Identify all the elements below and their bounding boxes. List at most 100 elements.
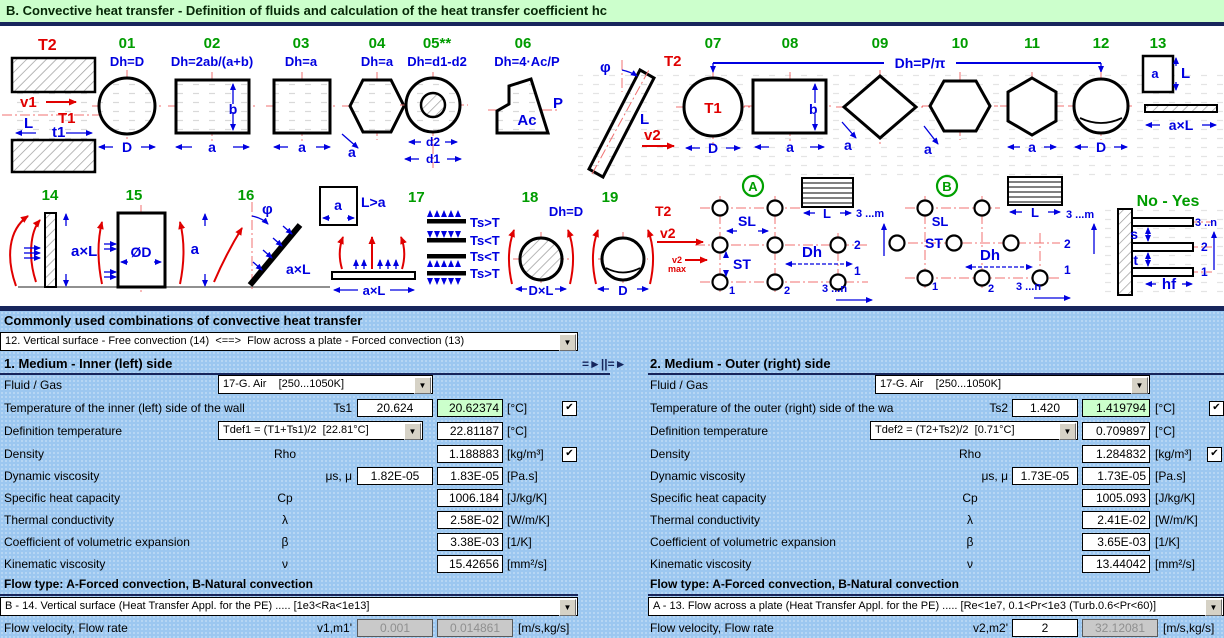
dim-a: a	[191, 241, 200, 258]
specific-heat-row: Specific heat capacity Cp 1006.184 [J/kg…	[0, 488, 1224, 510]
definition-temperature-row: Definition temperature Tdef1 = (T1+Ts1)/…	[0, 421, 1224, 443]
dim-a: a	[298, 139, 306, 155]
shape-04-formula: Dh=a	[361, 54, 394, 69]
mu2-label: Dynamic viscosity	[650, 469, 746, 483]
rows-m-label: 3 ...m	[1066, 209, 1094, 221]
dim-D: D	[122, 139, 132, 155]
dropdown-arrow-icon[interactable]: ▼	[1059, 423, 1076, 440]
sl-pitch-label: SL	[932, 214, 949, 229]
density-row: Density Rho 1.188883 [kg/m³] ✔ Density R…	[0, 444, 1224, 466]
fluid-label: Fluid / Gas	[4, 378, 63, 392]
diagram-panel: T2 v1 T1 L t1 01 Dh=D D 02 Dh=2ab/(a+b)	[0, 26, 1224, 306]
dropdown-arrow-icon[interactable]: ▼	[404, 423, 421, 440]
shape-12-number: 12	[1093, 35, 1110, 52]
ts2-result: 1.419794	[1082, 399, 1150, 417]
tube-bank-aligned-a: A T2 v2 v2 max SL ST Dh	[655, 174, 887, 303]
cp1-result: 1006.184	[437, 489, 503, 507]
mu2-unit: [Pa.s]	[1155, 469, 1186, 483]
dynamic-viscosity-row: Dynamic viscosity μs, μ 1.82E-05 1.83E-0…	[0, 466, 1224, 488]
shape-01-circular-duct: 01 Dh=D D	[92, 35, 163, 155]
flow-type2-rule	[648, 574, 1224, 596]
dim-D: D	[618, 283, 627, 298]
dh-label: Dh	[802, 244, 822, 261]
shape-03-number: 03	[293, 35, 310, 52]
medium2-header-rule	[648, 353, 1224, 375]
nu2-label: Kinematic viscosity	[650, 557, 752, 571]
st-pitch-label: ST	[925, 235, 943, 251]
rho2-result: 1.284832	[1082, 445, 1150, 463]
ts1-checkbox[interactable]: ✔	[562, 401, 577, 416]
dim-a: a	[924, 141, 932, 157]
dropdown-arrow-icon[interactable]: ▼	[1205, 599, 1222, 616]
tdef1-value: Tdef1 = (T1+Ts1)/2 [22.81°C]	[223, 424, 369, 436]
combo-pair-dropdown[interactable]: 12. Vertical surface - Free convection (…	[0, 332, 578, 351]
nu2-unit: [mm²/s]	[1155, 557, 1195, 571]
shape-17-horizontal-plates: a L>a 17 a×L	[319, 186, 500, 298]
ts2-checkbox[interactable]: ✔	[1209, 401, 1224, 416]
tdef2-label: Definition temperature	[650, 424, 769, 438]
nu2-symbol: ν	[967, 557, 973, 571]
ts-gt-t-label: Ts>T	[470, 215, 500, 230]
velocity2-label: Flow velocity, Flow rate	[650, 621, 774, 635]
tdef2-result: 0.709897	[1082, 422, 1150, 440]
fluid-row: Fluid / Gas 17-G. Air [250...1050K] ▼ Fl…	[0, 375, 1224, 397]
flow-type2-dropdown[interactable]: A - 13. Flow across a plate (Heat Transf…	[648, 597, 1224, 616]
rho1-label: Density	[4, 447, 45, 461]
shape-06-formula: Dh=4·Ac/P	[494, 54, 560, 69]
fin-1-label: 1	[1201, 265, 1208, 279]
flow-type1-dropdown[interactable]: B - 14. Vertical surface (Heat Transfer …	[0, 597, 578, 616]
dropdown-arrow-icon[interactable]: ▼	[559, 334, 576, 351]
mu1-label: Dynamic viscosity	[4, 469, 100, 483]
ts1-input[interactable]: 20.624	[357, 399, 433, 417]
divider-top	[0, 22, 1224, 26]
lambda2-label: Thermal conductivity	[650, 513, 761, 527]
shape-05-formula: Dh=d1-d2	[407, 54, 467, 69]
mu1-input[interactable]: 1.82E-05	[357, 467, 433, 485]
shape-01-formula: Dh=D	[110, 54, 144, 69]
fluid1-dropdown[interactable]: 17-G. Air [250...1050K] ▼	[218, 375, 433, 394]
l-greater-a-label: L>a	[361, 194, 386, 210]
sl-pitch-label: SL	[738, 213, 756, 229]
rho1-unit: [kg/m³]	[507, 447, 544, 461]
shape-03-square-duct: 03 Dh=a a	[266, 35, 338, 155]
dropdown-arrow-icon[interactable]: ▼	[414, 377, 431, 394]
ts2-input[interactable]: 1.420	[1012, 399, 1078, 417]
cols-n-label: 3 ...n	[822, 283, 847, 295]
velocity1-unit: [m/s,kg/s]	[518, 621, 570, 635]
velocity2-input[interactable]: 2	[1012, 619, 1078, 637]
shape-02-rect-duct: 02 Dh=2ab/(a+b) b a	[168, 35, 257, 155]
v2-label: v2	[644, 127, 661, 144]
lambda1-label: Thermal conductivity	[4, 513, 115, 527]
nu1-result: 15.42656	[437, 555, 503, 573]
shape-13-number: 13	[1150, 35, 1167, 52]
beta1-unit: [1/K]	[507, 535, 532, 549]
phi-label: φ	[600, 59, 611, 76]
dim-axL: a×L	[363, 283, 386, 298]
velocity2-result: 32.12081	[1082, 619, 1158, 637]
rho2-unit: [kg/m³]	[1155, 447, 1192, 461]
dim-d2: d2	[426, 135, 440, 149]
dropdown-arrow-icon[interactable]: ▼	[559, 599, 576, 616]
tdef1-unit: [°C]	[507, 424, 528, 438]
shape-02-number: 02	[204, 35, 221, 52]
dim-a: a	[786, 139, 794, 155]
nu2-result: 13.44042	[1082, 555, 1150, 573]
lambda1-result: 2.58E-02	[437, 511, 503, 529]
rho2-checkbox[interactable]: ✔	[1207, 447, 1222, 462]
shape-06-number: 06	[515, 35, 532, 52]
dim-L: L	[640, 111, 649, 128]
dim-axL: a×L	[71, 243, 97, 260]
lambda2-unit: [W/m/K]	[1155, 513, 1198, 527]
wall-l-label: L	[24, 115, 33, 132]
tdef1-result: 22.81187	[437, 422, 503, 440]
fluid2-dropdown[interactable]: 17-G. Air [250...1050K] ▼	[875, 375, 1150, 394]
dim-a: a	[334, 197, 342, 213]
mu2-input[interactable]: 1.73E-05	[1012, 467, 1078, 485]
tdef1-dropdown[interactable]: Tdef1 = (T1+Ts1)/2 [22.81°C] ▼	[218, 421, 423, 440]
dropdown-arrow-icon[interactable]: ▼	[1131, 377, 1148, 394]
tdef2-dropdown[interactable]: Tdef2 = (T2+Ts2)/2 [0.71°C] ▼	[870, 421, 1078, 440]
rho1-checkbox[interactable]: ✔	[562, 447, 577, 462]
shape-04-hexagon-duct: 04 Dh=a a	[341, 35, 412, 160]
shape-15-vertical-cylinder: 15 ØD a	[96, 187, 208, 293]
